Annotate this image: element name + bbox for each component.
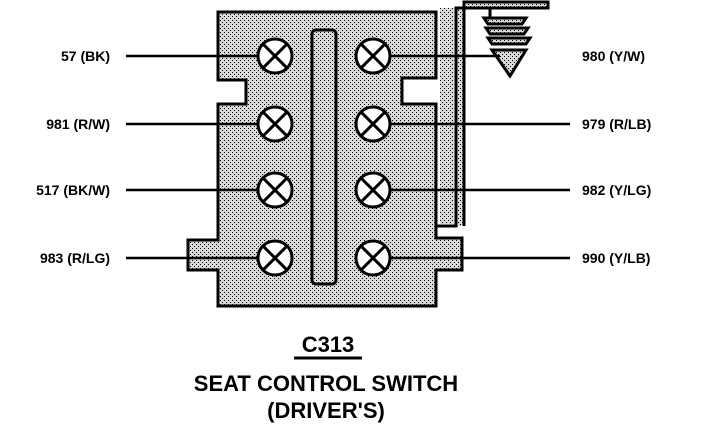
terminal-right-2	[354, 105, 392, 143]
center-divider	[310, 28, 338, 286]
wire-label-right-4: 990 (Y/LB)	[582, 250, 650, 266]
terminal-left-3	[256, 171, 294, 209]
terminal-left-2	[256, 105, 294, 143]
wire-label-right-3: 982 (Y/LG)	[582, 182, 651, 198]
connector-qualifier: (DRIVER'S)	[267, 398, 385, 423]
wire-label-left-2: 981 (R/W)	[46, 116, 110, 132]
connector-name: SEAT CONTROL SWITCH	[194, 371, 458, 396]
wire-label-left-4: 983 (R/LG)	[40, 250, 110, 266]
ground-strip-fill	[440, 8, 454, 224]
terminal-left-4	[256, 239, 294, 277]
terminal-left-1	[256, 37, 294, 75]
terminal-right-1	[354, 37, 392, 75]
wire-group: 57 (BK) 981 (R/W) 517 (BK/W) 983 (R/LG) 980 …	[36, 48, 651, 266]
ground-strip	[436, 0, 550, 228]
wire-label-right-1: 980 (Y/W)	[582, 48, 645, 64]
wire-label-left-1: 57 (BK)	[61, 48, 110, 64]
ground-icon	[481, 8, 533, 79]
connector-id: C313	[302, 332, 355, 357]
wire-label-left-3: 517 (BK/W)	[36, 182, 110, 198]
wire-label-right-2: 979 (R/LB)	[582, 116, 651, 132]
terminal-group	[256, 37, 392, 277]
terminal-right-3	[354, 171, 392, 209]
terminal-right-4	[354, 239, 392, 277]
